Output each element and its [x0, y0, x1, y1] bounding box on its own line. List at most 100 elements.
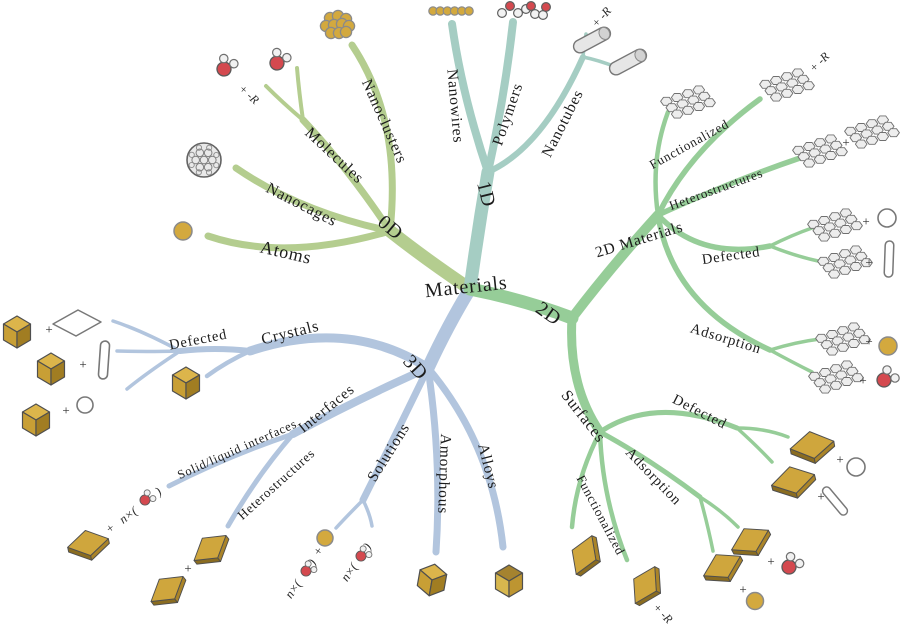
branch-trunk-2d [463, 282, 579, 325]
annotation-1: + -R [588, 4, 614, 31]
branch-nanotubes [485, 54, 586, 175]
annotation-6: + [62, 403, 69, 418]
branch-surfaces [567, 313, 605, 437]
annotation-11: + [865, 334, 872, 349]
branch-solutions [359, 364, 432, 504]
gold-atom-icon [745, 591, 765, 611]
branch-nanocages [232, 164, 394, 235]
branch-surface-defected-tip-vacancy [735, 426, 790, 439]
branch-2dm-adsorption [655, 212, 773, 353]
branch-trunk-3d [421, 282, 477, 375]
label-amorphous: Amorphous [434, 433, 454, 514]
branch-solution-tip-water [361, 498, 374, 528]
water-molecule-icon [269, 47, 292, 71]
water-molecule-icon [355, 545, 373, 562]
branch-surface-defected-tip-line [735, 426, 774, 464]
annotation-4: + [45, 322, 52, 337]
branch-interfaces [289, 364, 432, 438]
annotation-9: + [862, 214, 869, 229]
annotation-7: + [184, 561, 191, 576]
label-molecules: Molecules [301, 124, 367, 187]
label-nanocages: Nanocages [263, 180, 340, 230]
branch-heterostructures-3d [225, 431, 296, 529]
branch-2dm-functionalized [655, 96, 763, 218]
branch-2dm-adsorption-tip-atom [768, 337, 822, 352]
nanocage-fullerene-icon [186, 142, 222, 178]
water-molecule-icon [781, 551, 805, 575]
gold-slab-icon [571, 535, 601, 577]
nanocluster-icon [319, 9, 356, 40]
2d-flake-icon [808, 360, 864, 394]
branch-2dm-defected-tip-vacancy [768, 226, 814, 248]
branch-alloys [424, 364, 507, 551]
branch-surface-adsorption-tip-atom [698, 495, 715, 553]
branch-2dm-defected-tip-line [768, 244, 820, 263]
branch-amorphous [424, 364, 442, 556]
line-defect-cylinder-icon [883, 240, 895, 278]
branch-surface-adsorption [597, 429, 703, 500]
annotation-15: + [767, 554, 774, 569]
branch-crystals [245, 333, 433, 373]
nanotube-cylinder-icon [572, 26, 612, 54]
vacancy-circle-icon [846, 457, 866, 477]
annotation-12: + [859, 373, 866, 388]
water-molecule-icon [216, 53, 239, 77]
branch-surface-adsorption-tip-water [698, 495, 740, 529]
branch-polymers [484, 18, 517, 176]
amorphous-cube-icon [416, 563, 448, 597]
label-alloys: Alloys [474, 442, 502, 491]
2d-flake-icon [844, 115, 900, 149]
water-molecule-icon [876, 365, 900, 388]
label-solutions: Solutions [364, 420, 413, 485]
annotation-13: + [836, 452, 843, 467]
2d-flake-icon [759, 68, 815, 102]
label-nanoclusters: Nanoclusters [358, 77, 410, 167]
gold-slab-icon [150, 576, 187, 606]
gold-slab-icon [731, 528, 772, 557]
annotation-0: + -R [236, 81, 263, 107]
annotation-2: + -R [806, 49, 832, 75]
gold-atom-icon [316, 529, 334, 547]
gold-slab-icon [67, 529, 110, 561]
gold-cube-icon [21, 403, 51, 437]
gold-cube-icon [36, 352, 66, 386]
branch-surface-functionalized [597, 429, 630, 563]
gold-slab-icon [789, 431, 836, 464]
annotation-14: + [817, 489, 824, 504]
gold-slab-icon [193, 535, 230, 565]
gold-cube-icon [171, 366, 201, 400]
branch-nanowires [448, 20, 492, 176]
2d-flake-icon [807, 208, 863, 242]
branch-trunk-1d [463, 165, 495, 296]
gold-atom-icon [173, 221, 193, 241]
alloy-cube-icon [494, 564, 524, 598]
branch-crystal-defect-point [125, 349, 182, 391]
branch-molecules-tip [295, 66, 305, 122]
2d-flake-icon [660, 85, 716, 119]
label-atoms: Atoms [258, 237, 313, 268]
branch-solution-tip-atom [334, 498, 365, 530]
annotation-8: + [842, 135, 849, 150]
annotation-17: + [103, 521, 117, 536]
branch-surface-defected [597, 409, 740, 435]
annotation-20: n×( [282, 577, 305, 601]
branch-crystal-defect-planar [111, 319, 182, 353]
2d-flake-icon [815, 322, 871, 356]
line-defect-cylinder-icon [821, 486, 849, 516]
gold-slab-icon [703, 554, 744, 583]
branch-crystal-plain-tip [204, 348, 253, 379]
annotation-10: + [865, 255, 872, 270]
branch-crystal-defect-line [115, 349, 182, 354]
2d-flake-icon [792, 134, 848, 168]
2d-flake-icon [817, 245, 873, 279]
branch-trunk-0d [383, 224, 477, 296]
gold-cube-icon [2, 315, 32, 349]
nanowire-chain-icon [428, 6, 474, 16]
water-molecule-icon [300, 560, 318, 577]
branch-surface-plain-tip [569, 429, 603, 530]
planar-defect-outline-icon [52, 309, 102, 337]
water-molecule-icon [139, 489, 157, 506]
branch-atoms [204, 227, 394, 252]
